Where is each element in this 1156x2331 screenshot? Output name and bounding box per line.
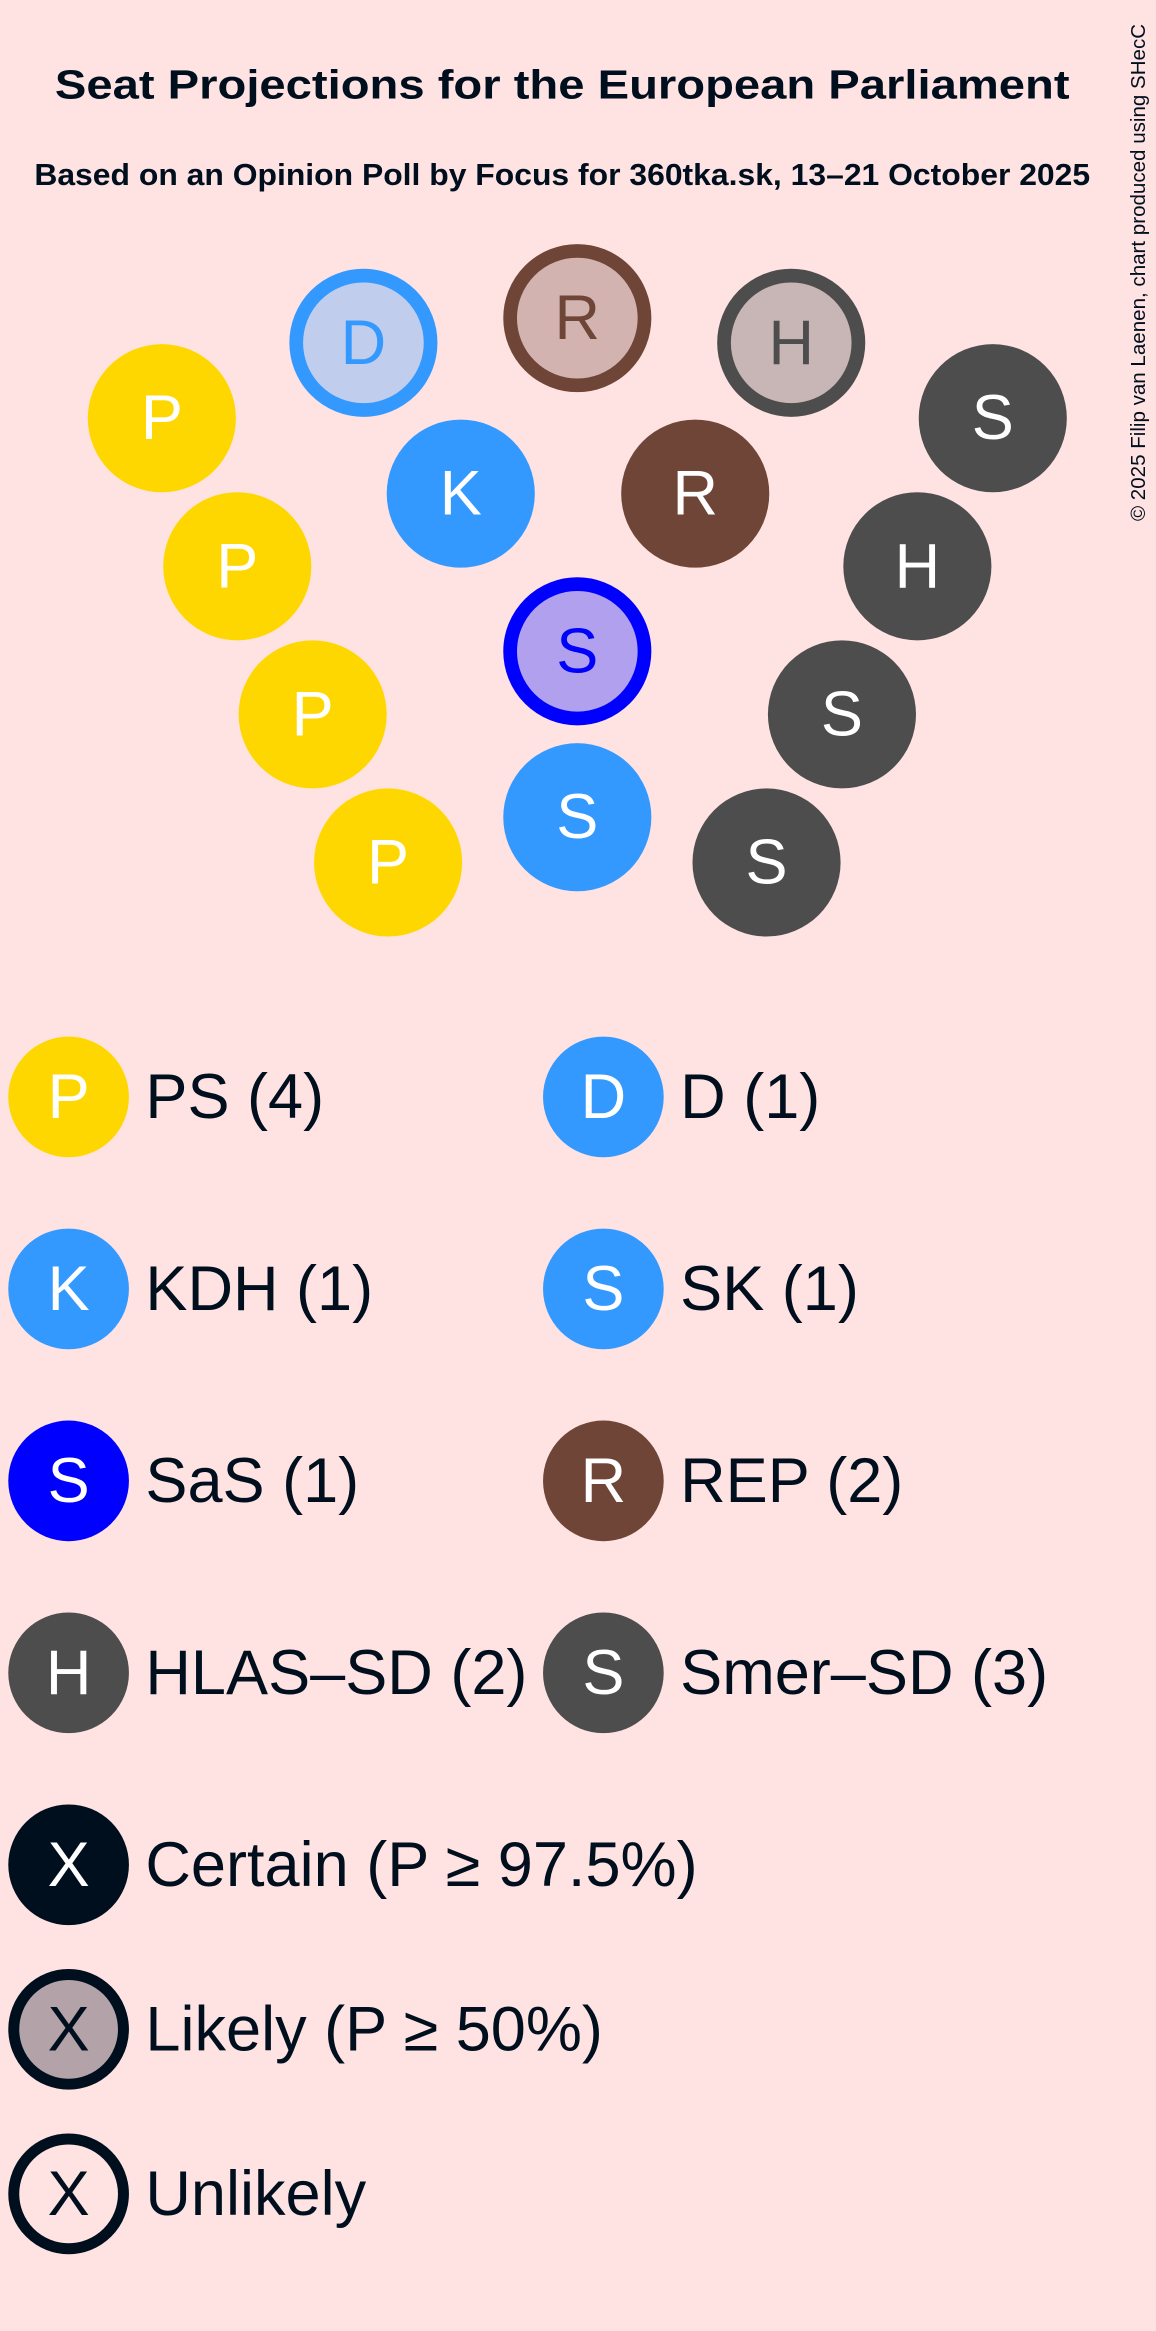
seat-hlas–sd: H <box>843 492 992 641</box>
status-letter: X <box>48 1830 90 1900</box>
seat-circle <box>87 344 236 493</box>
legend-swatch <box>8 1228 129 1350</box>
seat-circle <box>289 268 438 417</box>
legend-label: D (1) <box>680 1062 820 1132</box>
legend-item-ps: P PS (4) <box>8 1036 324 1158</box>
seat-ps: P <box>314 788 463 937</box>
seat-ps: P <box>163 492 312 641</box>
seat-circle <box>163 492 312 641</box>
seat-letter: P <box>367 827 409 897</box>
seat-rep: R <box>621 419 770 568</box>
legend-letter: S <box>48 1446 90 1516</box>
seat-circle <box>503 244 652 393</box>
status-unlikely: X Unlikely <box>8 2133 367 2255</box>
legend-letter: S <box>582 1638 624 1708</box>
seat-circle <box>503 743 652 892</box>
legend-label: SaS (1) <box>145 1446 359 1516</box>
status-legend: X Certain (P ≥ 97.5%) X Likely (P ≥ 50%) X Un… <box>8 1804 698 2255</box>
seat-letter: R <box>555 283 601 353</box>
legend-label: SK (1) <box>680 1254 859 1324</box>
legend-swatch <box>8 1036 129 1158</box>
seat-letter: S <box>556 616 598 686</box>
seat-smer–sd: S <box>767 640 916 789</box>
legend-letter: H <box>46 1638 92 1708</box>
seat-circle <box>503 577 652 726</box>
status-swatch <box>8 1969 129 2090</box>
legend-swatch <box>8 1420 129 1542</box>
legend-item-rep: R REP (2) <box>543 1420 903 1542</box>
seat-circle <box>692 788 841 937</box>
status-letter: X <box>48 2159 90 2229</box>
legend-swatch <box>8 1612 129 1734</box>
seat-sk: S <box>503 743 652 892</box>
status-letter: X <box>48 1994 90 2064</box>
legend-label: REP (2) <box>680 1446 903 1516</box>
seat-d: D <box>289 268 438 417</box>
legend-item-hlas–sd: H HLAS–SD (2) <box>8 1612 527 1734</box>
legend-swatch <box>543 1228 664 1350</box>
seat-letter: S <box>972 383 1014 453</box>
legend-item-sas: S SaS (1) <box>8 1420 359 1542</box>
seat-circle <box>918 344 1067 493</box>
legend-letter: R <box>581 1446 627 1516</box>
seat-letter: S <box>556 782 598 852</box>
status-swatch <box>8 1804 129 1926</box>
legend-item-d: D D (1) <box>543 1036 820 1158</box>
seat-letter: P <box>216 531 258 601</box>
legend-swatch <box>543 1612 664 1734</box>
copyright: © 2025 Filip van Laenen, chart produced … <box>1127 24 1150 521</box>
legend-letter: P <box>48 1062 90 1132</box>
legend-label: HLAS–SD (2) <box>145 1638 527 1708</box>
seat-letter: K <box>440 459 482 529</box>
seat-letter: D <box>341 308 387 378</box>
status-label: Unlikely <box>145 2159 366 2229</box>
seat-ps: P <box>87 344 236 493</box>
seat-letter: S <box>821 679 863 749</box>
legend-swatch <box>543 1420 664 1542</box>
status-certain: X Certain (P ≥ 97.5%) <box>8 1804 698 1926</box>
seat-sas: S <box>503 577 652 726</box>
seat-letter: H <box>895 531 941 601</box>
legend-item-smer–sd: S Smer–SD (3) <box>543 1612 1048 1734</box>
legend-letter: D <box>581 1062 627 1132</box>
seat-circle <box>621 419 770 568</box>
seat-kdh: K <box>386 419 535 568</box>
seats: P P P P D K R R S S H H S S S <box>87 244 1067 937</box>
seat-letter: H <box>768 308 814 378</box>
status-label: Certain (P ≥ 97.5%) <box>145 1830 697 1900</box>
seat-circle <box>314 788 463 937</box>
seat-circle <box>843 492 992 641</box>
legend-letter: K <box>48 1254 90 1324</box>
seat-circle <box>717 268 866 417</box>
seat-smer–sd: S <box>692 788 841 937</box>
legend-item-kdh: K KDH (1) <box>8 1228 373 1350</box>
seat-smer–sd: S <box>918 344 1067 493</box>
party-legend: P PS (4) D D (1) K KDH (1) S SK (1) S SaS (1) R REP… <box>8 1036 1048 1734</box>
seat-hlas–sd: H <box>717 268 866 417</box>
seat-letter: P <box>292 679 334 749</box>
seat-circle <box>767 640 916 789</box>
seat-rep: R <box>503 244 652 393</box>
status-label: Likely (P ≥ 50%) <box>145 1994 603 2064</box>
legend-label: PS (4) <box>145 1062 324 1132</box>
legend-label: Smer–SD (3) <box>680 1638 1048 1708</box>
seat-letter: P <box>141 383 183 453</box>
seat-circle <box>238 640 387 789</box>
legend-letter: S <box>582 1254 624 1324</box>
legend-label: KDH (1) <box>145 1254 373 1324</box>
seat-letter: R <box>672 459 718 529</box>
chart-subtitle: Based on an Opinion Poll by Focus for 36… <box>34 159 1090 192</box>
seat-letter: S <box>746 827 788 897</box>
seat-ps: P <box>238 640 387 789</box>
status-likely: X Likely (P ≥ 50%) <box>8 1969 603 2090</box>
seat-circle <box>386 419 535 568</box>
legend-swatch <box>543 1036 664 1158</box>
chart-title: Seat Projections for the European Parlia… <box>55 62 1070 108</box>
legend-item-sk: S SK (1) <box>543 1228 859 1350</box>
